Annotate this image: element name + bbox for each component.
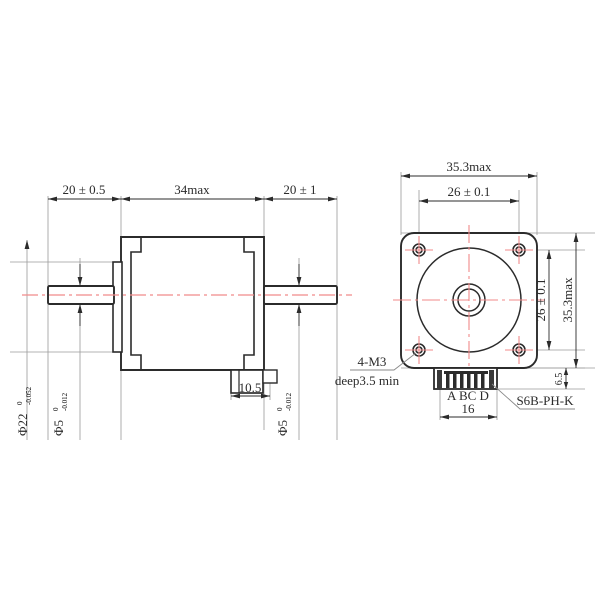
leader-line-connector <box>491 383 575 410</box>
flange-tol-lower: -0.052 <box>25 386 33 405</box>
front-view-centerlines <box>393 225 545 392</box>
dim-connector-width16-arrows <box>440 414 497 420</box>
connector-pin-labels: A BC D <box>447 388 489 403</box>
front-view-group: 35.3max 26 ± 0.1 <box>335 159 595 420</box>
dim-front-connector-width: 16 <box>462 401 476 416</box>
left-shaft-dia-value: Φ5 <box>51 420 66 436</box>
dim-hole-pitch-vertical: 26 ± 0.1 <box>533 279 548 322</box>
dim-right-shaft-length: 20 ± 1 <box>283 182 316 197</box>
dim-right-shaft-diameter-label: Φ5 <box>275 420 290 436</box>
dim-hole-pitch-horizontal: 26 ± 0.1 <box>448 184 491 199</box>
flange-tol-upper: 0 <box>16 401 24 405</box>
side-view-group: 20 ± 0.5 34max 20 ± 1 <box>10 182 352 440</box>
connector-pin-3 <box>460 374 464 388</box>
connector-pin-1 <box>446 374 450 388</box>
right-shaft-tol-upper: 0 <box>276 407 284 411</box>
dim-hole-pitch-v-arrows <box>546 250 552 350</box>
annotation-mounting-holes: 4-M3 <box>358 354 387 369</box>
flange-dia-value: Φ22 <box>15 413 30 436</box>
side-connector-tab <box>262 369 278 384</box>
connector-pin-4 <box>467 374 471 388</box>
dim-flange-diameter-label: Φ22 <box>15 413 30 436</box>
right-shaft-tol-lower: -0.012 <box>285 392 293 411</box>
dim-connector-height: 6.5 <box>554 373 565 386</box>
right-shaft-dia-arrowheads <box>296 277 302 313</box>
motor-stack-left-edge <box>130 237 142 370</box>
connector-pin-5 <box>474 374 478 388</box>
connector-pin-6 <box>481 374 485 388</box>
left-shaft-dia-arrowheads <box>77 277 83 313</box>
connector-pin-2 <box>453 374 457 388</box>
dim-left-shaft-diameter-label: Φ5 <box>51 420 66 436</box>
dim-connector-width: 10.5 <box>239 380 262 395</box>
left-shaft-tol-lower: -0.012 <box>61 392 69 411</box>
dim-left-shaft-length: 20 ± 0.5 <box>63 182 106 197</box>
motor-body-outline <box>120 236 265 371</box>
annotation-connector-part: S6B-PH-K <box>516 393 574 408</box>
leader-line-mounting-holes <box>350 352 417 371</box>
dim-front-body-height: 35.3max <box>560 277 575 323</box>
dim-body-length: 34max <box>174 182 210 197</box>
connector-top-bar <box>444 371 488 374</box>
side-view-vertical-labels: Φ22 0 -0.052 Φ5 0 -0.012 Φ5 0 -0.012 <box>15 386 293 436</box>
motor-front-flange <box>112 261 123 353</box>
dim-front-height-arrows <box>573 233 579 368</box>
dim-front-width-arrows <box>401 173 537 179</box>
motor-stack-right-edge <box>243 237 255 370</box>
right-shaft-dia-value: Φ5 <box>275 420 290 436</box>
dim-connector-height-arrows <box>563 368 569 389</box>
flange-dia-arrow <box>24 240 30 249</box>
connector-group <box>433 367 498 390</box>
dim-front-body-width: 35.3max <box>446 159 492 174</box>
connector-side-left <box>437 370 442 389</box>
annotation-mounting-holes-depth: deep3.5 min <box>335 373 400 388</box>
dim-hole-pitch-h-arrows <box>419 198 519 204</box>
side-top-dimension-arrows <box>48 196 337 202</box>
left-shaft-tol-upper: 0 <box>52 407 60 411</box>
dim-connector-width-arrows <box>231 393 270 399</box>
connector-pins <box>446 374 485 388</box>
connector-side-right <box>489 370 494 389</box>
